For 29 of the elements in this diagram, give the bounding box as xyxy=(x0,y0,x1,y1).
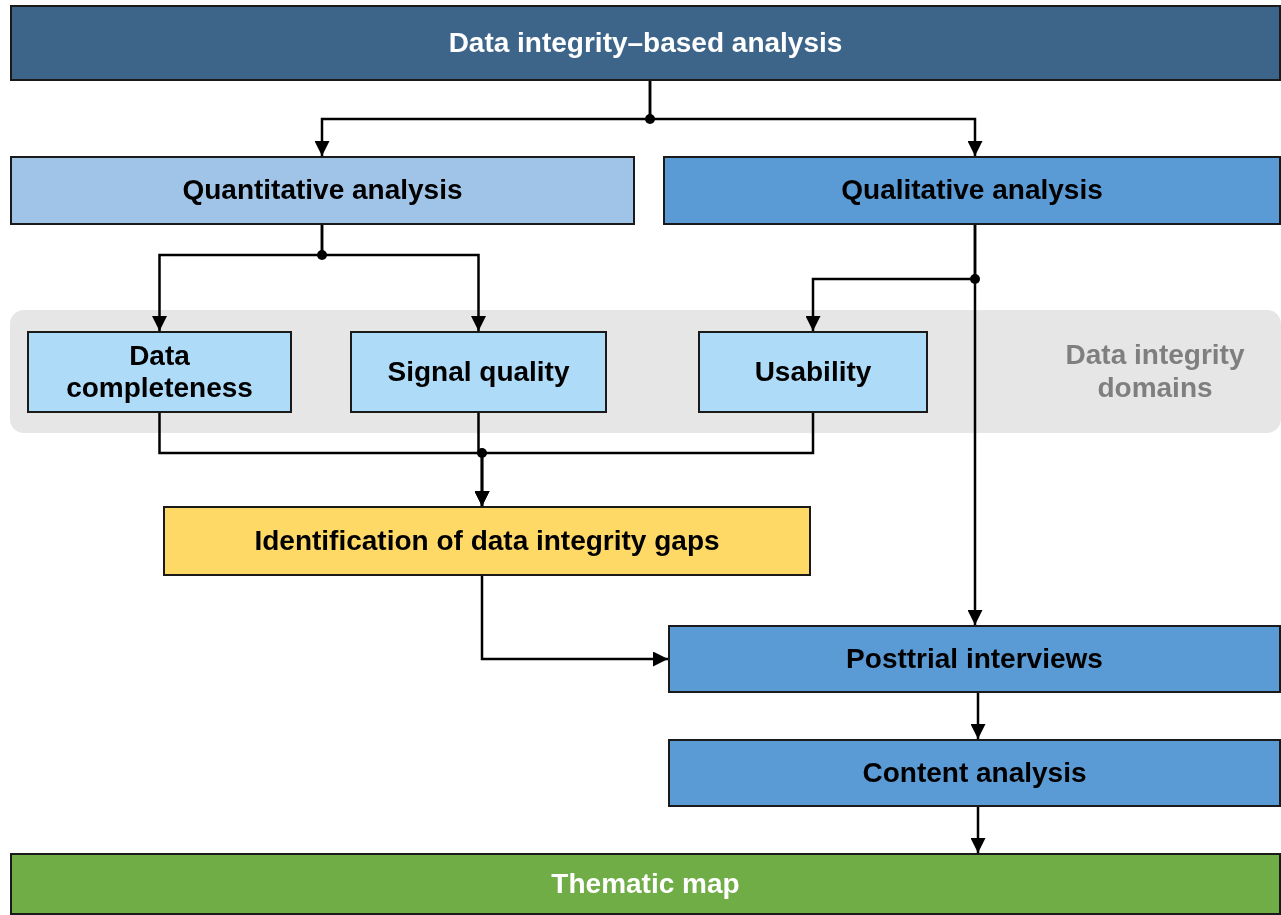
box-label: Data integrity–based analysis xyxy=(448,26,843,60)
box-label: Qualitative analysis xyxy=(841,174,1103,207)
domain-box xyxy=(698,331,928,413)
box-label: Identification of data integrity gaps xyxy=(254,524,720,558)
process-box xyxy=(668,625,1281,693)
box-label: Signal quality xyxy=(387,355,570,389)
box-label: Usability xyxy=(754,355,872,389)
arrow xyxy=(970,693,986,739)
process-box xyxy=(663,156,1281,225)
arrow xyxy=(648,81,983,156)
arrow xyxy=(967,225,983,625)
group-band xyxy=(10,310,1281,433)
box-label: Data completeness xyxy=(65,339,254,405)
result-box xyxy=(10,853,1281,915)
box-label: Thematic map xyxy=(551,867,740,901)
arrow xyxy=(320,225,486,331)
process-box xyxy=(668,739,1281,807)
box-label: Content analysis xyxy=(862,756,1087,790)
domain-box xyxy=(27,331,292,413)
title-box xyxy=(10,5,1281,81)
arrow xyxy=(970,807,986,853)
arrow xyxy=(480,576,668,667)
domain-box xyxy=(350,331,607,413)
process-box xyxy=(10,156,635,225)
process-box xyxy=(163,506,811,576)
box-label: Posttrial interviews xyxy=(846,642,1103,676)
arrow xyxy=(474,413,815,506)
group-label: Data integrity domains xyxy=(1064,338,1246,405)
box-label: Quantitative analysis xyxy=(182,174,463,207)
